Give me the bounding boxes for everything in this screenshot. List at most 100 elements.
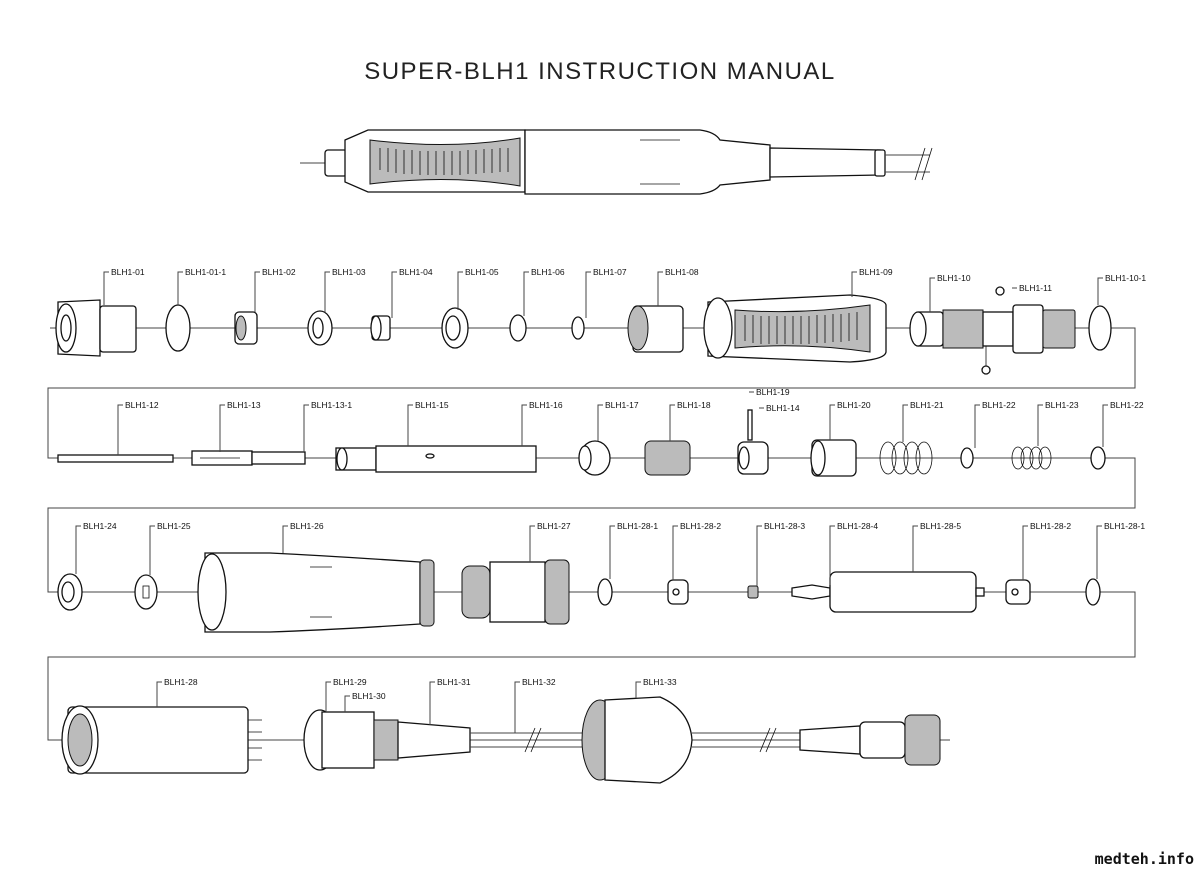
leader-line	[657, 271, 663, 306]
manual-title: SUPER-BLH1 INSTRUCTION MANUAL	[364, 58, 836, 85]
leader-line	[974, 404, 980, 448]
part-label: BLH1-28-5	[920, 521, 961, 531]
part-callout: BLH1-28-2	[1022, 521, 1071, 580]
part-callout: BLH1-22	[974, 400, 1016, 448]
part-label: BLH1-03	[332, 267, 366, 277]
part-label: BLH1-14	[766, 403, 800, 413]
leader-line	[117, 404, 123, 455]
part-label: BLH1-28-3	[764, 521, 805, 531]
part-callout: BLH1-01	[103, 267, 145, 305]
part-callout: BLH1-03	[324, 267, 366, 312]
part-callout: BLH1-15	[407, 400, 449, 446]
part-label: BLH1-19	[756, 387, 790, 397]
leader-line	[585, 271, 591, 318]
row1-parts	[55, 286, 1112, 375]
row2-parts	[57, 409, 1106, 477]
part-callout: BLH1-04	[391, 267, 433, 318]
part-label: BLH1-24	[83, 521, 117, 531]
leader-line	[429, 681, 435, 725]
part-callout: BLH1-06	[523, 267, 565, 316]
part-label: BLH1-21	[910, 400, 944, 410]
part-callout: BLH1-14	[759, 403, 800, 413]
part-callout: BLH1-09	[851, 267, 893, 297]
part-label: BLH1-08	[665, 267, 699, 277]
part-callout: BLH1-07	[585, 267, 627, 318]
part-callout: BLH1-10	[929, 273, 971, 312]
part-callout: BLH1-32	[514, 677, 556, 733]
part-label: BLH1-22	[982, 400, 1016, 410]
leader-line	[391, 271, 397, 318]
assembly-axis-lines	[47, 327, 1136, 741]
leader-line	[303, 404, 309, 452]
part-label: BLH1-22	[1110, 400, 1144, 410]
part-label: BLH1-09	[859, 267, 893, 277]
leader-line	[829, 525, 835, 585]
part-label: BLH1-32	[522, 677, 556, 687]
part-callout: BLH1-20	[829, 400, 871, 440]
leader-line	[149, 525, 155, 575]
part-callout: BLH1-17	[597, 400, 639, 441]
leader-line	[177, 271, 183, 305]
leader-line	[669, 404, 675, 441]
part-label: BLH1-28-2	[680, 521, 721, 531]
part-label: BLH1-01	[111, 267, 145, 277]
part-callout: BLH1-31	[429, 677, 471, 725]
part-callout: BLH1-22	[1102, 400, 1144, 447]
part-callout: BLH1-18	[669, 400, 711, 441]
part-label: BLH1-05	[465, 267, 499, 277]
leader-line	[282, 525, 288, 553]
part-callout: BLH1-30	[344, 691, 386, 712]
leader-line	[929, 277, 935, 312]
leader-line	[1097, 277, 1103, 305]
leader-line	[514, 681, 520, 733]
leader-line	[219, 404, 225, 452]
part-callout: BLH1-01-1	[177, 267, 226, 305]
part-callout: BLH1-08	[657, 267, 699, 306]
watermark: medteh.info	[1094, 850, 1194, 868]
part-label: BLH1-13-1	[311, 400, 352, 410]
leader-line	[407, 404, 413, 446]
part-label: BLH1-10-1	[1105, 273, 1146, 283]
part-label: BLH1-27	[537, 521, 571, 531]
part-label: BLH1-28-2	[1030, 521, 1071, 531]
part-callout: BLH1-21	[902, 400, 944, 442]
leader-line	[597, 404, 603, 441]
part-callout: BLH1-29	[325, 677, 367, 712]
part-label: BLH1-01-1	[185, 267, 226, 277]
part-callout: BLH1-11	[1012, 283, 1052, 293]
part-callout: BLH1-13	[219, 400, 261, 452]
leader-line	[324, 271, 330, 312]
part-callout: BLH1-28-1	[1096, 521, 1145, 579]
part-callout: BLH1-28	[156, 677, 198, 707]
part-label: BLH1-33	[643, 677, 677, 687]
part-callout: BLH1-24	[75, 521, 117, 574]
part-callout: BLH1-28-4	[829, 521, 878, 585]
part-label: BLH1-07	[593, 267, 627, 277]
leader-line	[529, 525, 535, 562]
leader-line	[672, 525, 678, 580]
part-callout: BLH1-25	[149, 521, 191, 575]
part-callout: BLH1-12	[117, 400, 159, 455]
leader-line	[635, 681, 641, 698]
part-callout: BLH1-19	[749, 387, 790, 397]
part-label: BLH1-28-4	[837, 521, 878, 531]
part-label: BLH1-15	[415, 400, 449, 410]
leader-line	[325, 681, 331, 712]
leader-line	[457, 271, 463, 310]
part-label: BLH1-20	[837, 400, 871, 410]
part-label: BLH1-28	[164, 677, 198, 687]
leader-line	[1022, 525, 1028, 580]
leader-line	[521, 404, 527, 446]
part-callout: BLH1-27	[529, 521, 571, 562]
assembled-handpiece	[300, 129, 933, 195]
leader-line	[75, 525, 81, 574]
leader-line	[1037, 404, 1043, 446]
part-label: BLH1-10	[937, 273, 971, 283]
part-label: BLH1-25	[157, 521, 191, 531]
part-callout: BLH1-33	[635, 677, 677, 698]
leader-line	[829, 404, 835, 440]
part-callout: BLH1-23	[1037, 400, 1079, 446]
leader-line	[912, 525, 918, 572]
